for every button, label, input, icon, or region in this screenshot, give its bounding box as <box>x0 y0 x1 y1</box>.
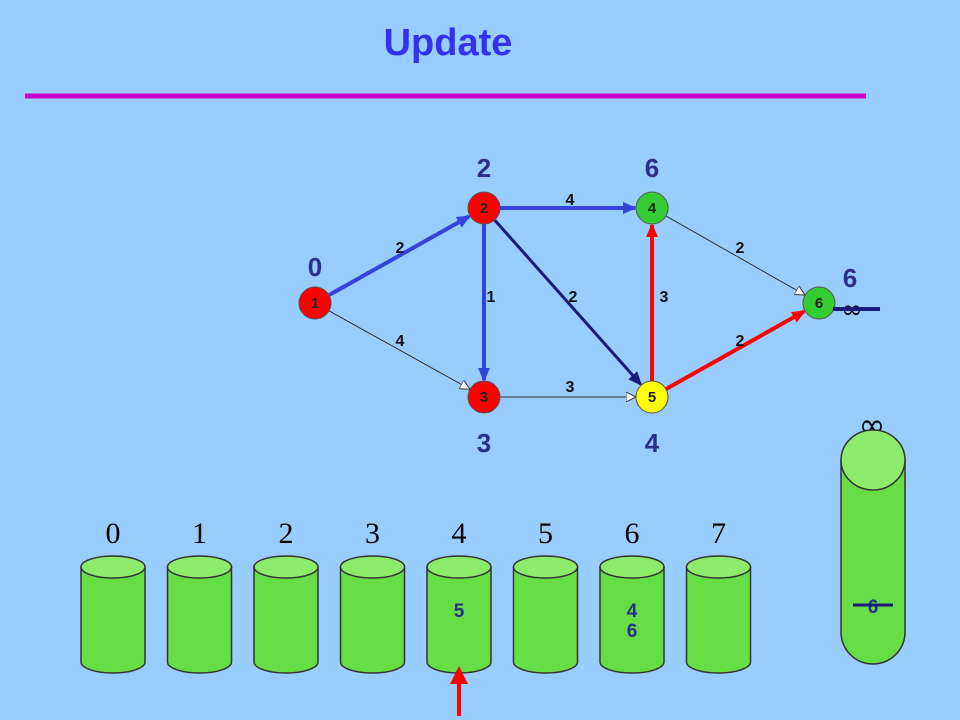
bucket-index-1: 1 <box>192 517 207 550</box>
node-5: 5 <box>635 380 669 414</box>
current-bucket-pointer <box>450 666 468 716</box>
graph-nodes: 1 2 3 4 5 6 <box>298 191 836 414</box>
bucket-body-7 <box>685 566 752 674</box>
edge-1-3 <box>328 310 469 389</box>
bucket-5: 5 <box>512 517 579 674</box>
bucket-index-4: 4 <box>452 517 467 550</box>
node-distance-1: 0 <box>308 252 322 282</box>
node-2: 2 <box>467 191 501 225</box>
edge-weight-5-6: 2 <box>736 333 745 350</box>
bucket-body-0 <box>80 566 146 674</box>
node-label-6: 6 <box>815 295 823 312</box>
bucket-index-0: 0 <box>106 517 121 550</box>
bucket-body-5 <box>512 566 579 674</box>
infinity-bucket-top <box>840 429 906 491</box>
node-distance-4: 6 <box>645 153 659 183</box>
bucket-top-4 <box>426 555 492 579</box>
bucket-body-1 <box>166 566 233 674</box>
pointer-head-icon <box>450 666 468 684</box>
node-circle-2 <box>467 191 501 225</box>
bucket-top-5 <box>512 555 579 579</box>
node-distance-2: 2 <box>477 153 491 183</box>
node-circle-4 <box>635 191 669 225</box>
edge-weight-4-6: 2 <box>736 240 745 257</box>
bucket-index-2: 2 <box>279 517 294 550</box>
node-label-1: 1 <box>311 295 319 312</box>
bucket-top-3 <box>339 555 406 579</box>
node-distance-5: 4 <box>645 428 660 458</box>
node-label-4: 4 <box>648 200 657 217</box>
bucket-item: 4 <box>627 601 638 622</box>
bucket-top-2 <box>253 555 319 579</box>
bucket-body-6 <box>599 566 665 674</box>
bucket-body-3 <box>339 566 406 674</box>
edge-weight-5-4: 3 <box>660 289 669 306</box>
bucket-4: 45 <box>426 517 492 674</box>
bucket-1: 1 <box>166 517 233 674</box>
infinity-bucket-item: 6 <box>868 597 879 618</box>
bucket-item: 6 <box>627 621 638 642</box>
bucket-7: 7 <box>685 517 752 674</box>
bucket-top-1 <box>166 555 233 579</box>
node-label-2: 2 <box>480 200 488 217</box>
node-6: 6 <box>802 286 836 320</box>
bucket-index-6: 6 <box>625 517 640 550</box>
bucket-index-7: 7 <box>711 517 726 550</box>
graph-edges <box>327 202 806 397</box>
bucket-index-3: 3 <box>365 517 380 550</box>
node-1: 1 <box>298 286 332 320</box>
bucket-top-6 <box>599 555 665 579</box>
node-distance-3: 3 <box>477 428 491 458</box>
bucket-index-5: 5 <box>538 517 553 550</box>
bucket-2: 2 <box>253 517 319 674</box>
node-circle-1 <box>298 286 332 320</box>
node-label-5: 5 <box>648 389 656 406</box>
bucket-top-0 <box>80 555 146 579</box>
bucket-body-2 <box>253 566 319 674</box>
edge-1-2 <box>327 214 471 297</box>
bucket-3: 3 <box>339 517 406 674</box>
node-4: 4 <box>635 191 669 225</box>
node-circle-5 <box>635 380 669 414</box>
edge-weight-1-3: 4 <box>396 333 405 350</box>
page-title: Update <box>384 22 513 64</box>
node-distance-6: 6 <box>843 263 857 293</box>
edge-weight-2-3: 1 <box>487 289 496 306</box>
edge-weight-1-2: 2 <box>396 240 405 257</box>
edge-weight-3-5: 3 <box>566 379 575 396</box>
bucket-item: 5 <box>454 601 465 622</box>
node-circle-6 <box>802 286 836 320</box>
bucket-top-7 <box>685 555 752 579</box>
node-circle-3 <box>467 380 501 414</box>
edge-5-6 <box>664 309 806 391</box>
node-label-3: 3 <box>480 389 488 406</box>
bucket-0: 0 <box>80 517 146 674</box>
edge-4-6 <box>665 215 804 295</box>
node-3: 3 <box>467 380 501 414</box>
infinity-bucket: ∞ 6 <box>840 406 906 665</box>
infinity-bucket-body <box>840 459 906 665</box>
bucket-6: 646 <box>599 517 665 674</box>
edge-2-5 <box>493 218 643 386</box>
edge-weight-2-5: 2 <box>569 289 578 306</box>
edge-weight-2-4: 4 <box>566 192 575 209</box>
